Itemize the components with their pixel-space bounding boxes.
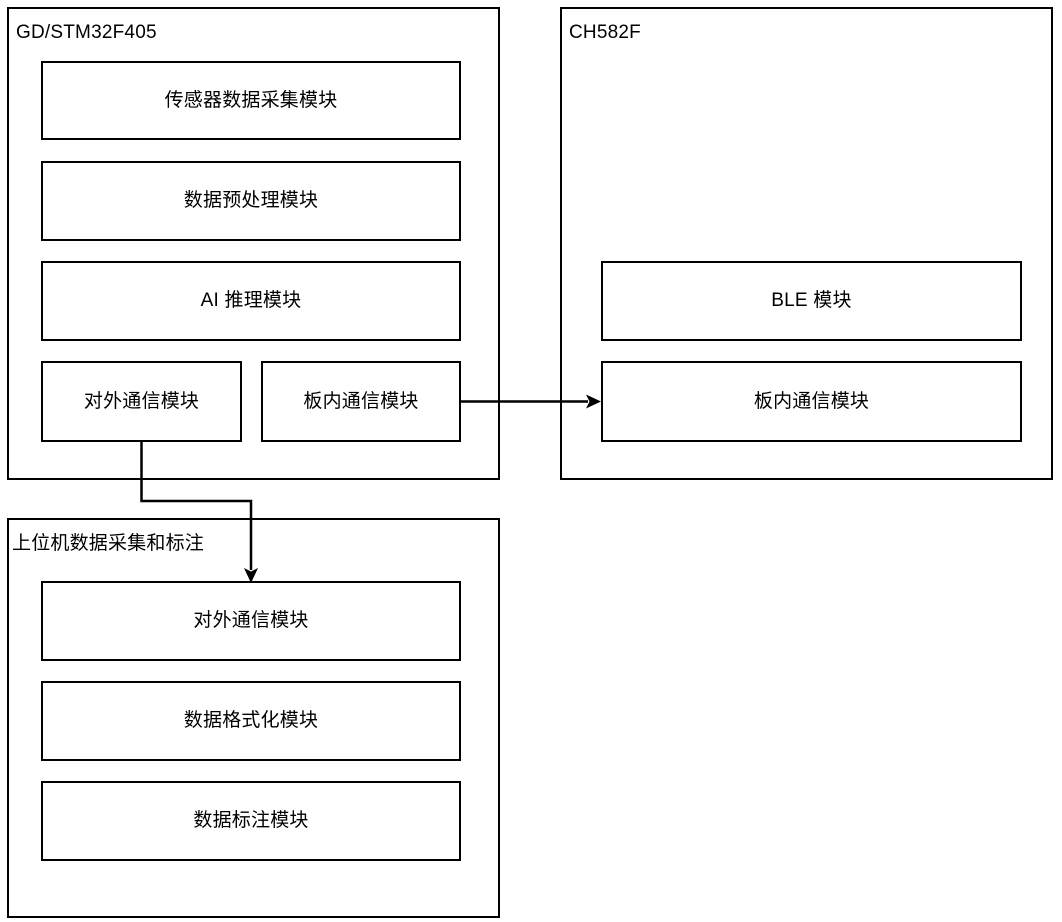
module-ai-inference[interactable]: AI 推理模块 <box>41 261 461 341</box>
module-label-ble: BLE 模块 <box>771 290 852 311</box>
module-label-onboard-communication-mcu: 板内通信模块 <box>303 390 419 412</box>
container-title-host-data-collection: 上位机数据采集和标注 <box>12 533 205 554</box>
module-external-communication-mcu[interactable]: 对外通信模块 <box>41 361 242 442</box>
module-label-external-communication-host: 对外通信模块 <box>193 610 309 631</box>
module-label-data-labeling: 数据标注模块 <box>193 810 309 831</box>
module-label-data-formatting: 数据格式化模块 <box>183 710 319 731</box>
module-onboard-communication-ble[interactable]: 板内通信模块 <box>601 361 1022 442</box>
module-ble[interactable]: BLE 模块 <box>601 261 1022 341</box>
module-data-labeling[interactable]: 数据标注模块 <box>41 781 461 861</box>
module-label-sensor-data-acquisition: 传感器数据采集模块 <box>164 89 338 111</box>
module-label-data-preprocessing: 数据预处理模块 <box>183 190 319 211</box>
module-data-formatting[interactable]: 数据格式化模块 <box>41 681 461 761</box>
module-label-external-communication-mcu: 对外通信模块 <box>83 390 200 412</box>
container-title-gd-stm32f405: GD/STM32F405 <box>16 22 157 43</box>
module-sensor-data-acquisition[interactable]: 传感器数据采集模块 <box>41 61 461 140</box>
module-onboard-communication-mcu[interactable]: 板内通信模块 <box>261 361 461 442</box>
module-label-ai-inference: AI 推理模块 <box>200 290 302 311</box>
container-title-ch582f: CH582F <box>569 22 641 43</box>
module-data-preprocessing[interactable]: 数据预处理模块 <box>41 161 461 241</box>
module-external-communication-host[interactable]: 对外通信模块 <box>41 581 461 661</box>
module-label-onboard-communication-ble: 板内通信模块 <box>753 390 870 412</box>
